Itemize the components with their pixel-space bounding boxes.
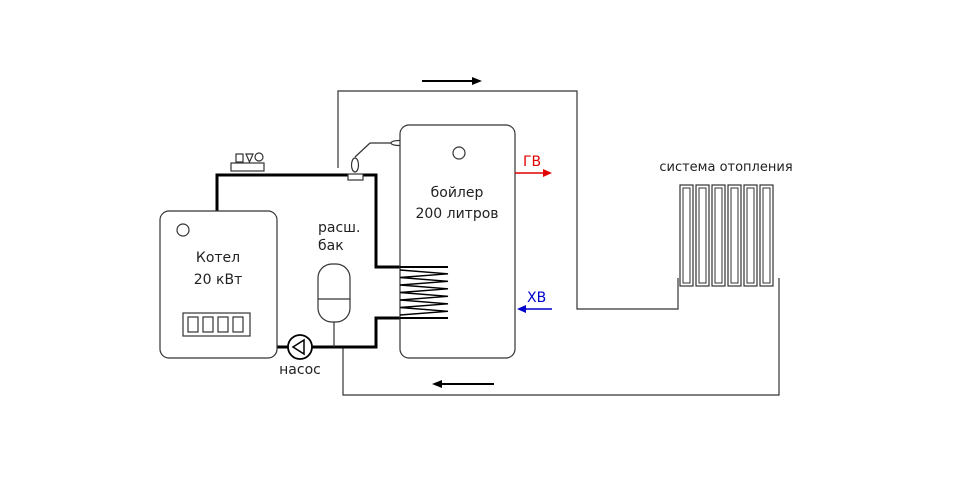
hot-water-label: ГВ	[523, 154, 541, 170]
boiler-label-line1: Котел	[196, 250, 240, 266]
radiator-section	[727, 184, 742, 287]
boiler-label-line2: 20 кВт	[194, 272, 242, 288]
radiator-section-inner	[698, 187, 707, 284]
primary-supply-pipe	[215, 173, 400, 269]
water-heater-tank	[399, 124, 516, 359]
radiator-section	[711, 184, 726, 287]
cold-water-label: ХВ	[527, 290, 546, 306]
heating-system-label: система отопления	[659, 160, 792, 175]
expansion-tank-label-line1: расш.	[318, 220, 360, 236]
flow-arrow-icon	[422, 77, 482, 85]
heat-exchanger-coil	[399, 266, 449, 319]
radiator-section-inner	[730, 187, 739, 284]
tank-indicator-icon	[452, 146, 466, 160]
return-pipe-from-heating	[342, 278, 780, 396]
expansion-tank	[317, 263, 351, 323]
pump-label: насос	[279, 362, 321, 378]
radiator-section-inner	[762, 187, 771, 284]
radiator-section	[695, 184, 710, 287]
supply-pipe-to-heating	[337, 90, 679, 310]
radiator-section	[679, 184, 694, 287]
hot-water-outlet-icon	[515, 169, 552, 177]
tank-label-line1: бойлер	[431, 185, 484, 201]
tank-label-line2: 200 литров	[415, 206, 498, 222]
radiator-section	[743, 184, 758, 287]
radiator-section-inner	[682, 187, 691, 284]
radiator-section-inner	[714, 187, 723, 284]
flow-arrow-icon	[432, 380, 494, 388]
boiler-control-panel	[182, 312, 251, 337]
expansion-tank-label-line2: бак	[318, 238, 344, 254]
radiator-section-inner	[746, 187, 755, 284]
primary-return-pipe	[312, 316, 400, 349]
radiator-section	[759, 184, 774, 287]
radiator	[679, 184, 774, 287]
boiler-indicator-icon	[176, 223, 190, 237]
valve-group-icon	[230, 152, 265, 172]
pump-icon	[287, 334, 313, 360]
cold-water-inlet-icon	[517, 305, 552, 313]
